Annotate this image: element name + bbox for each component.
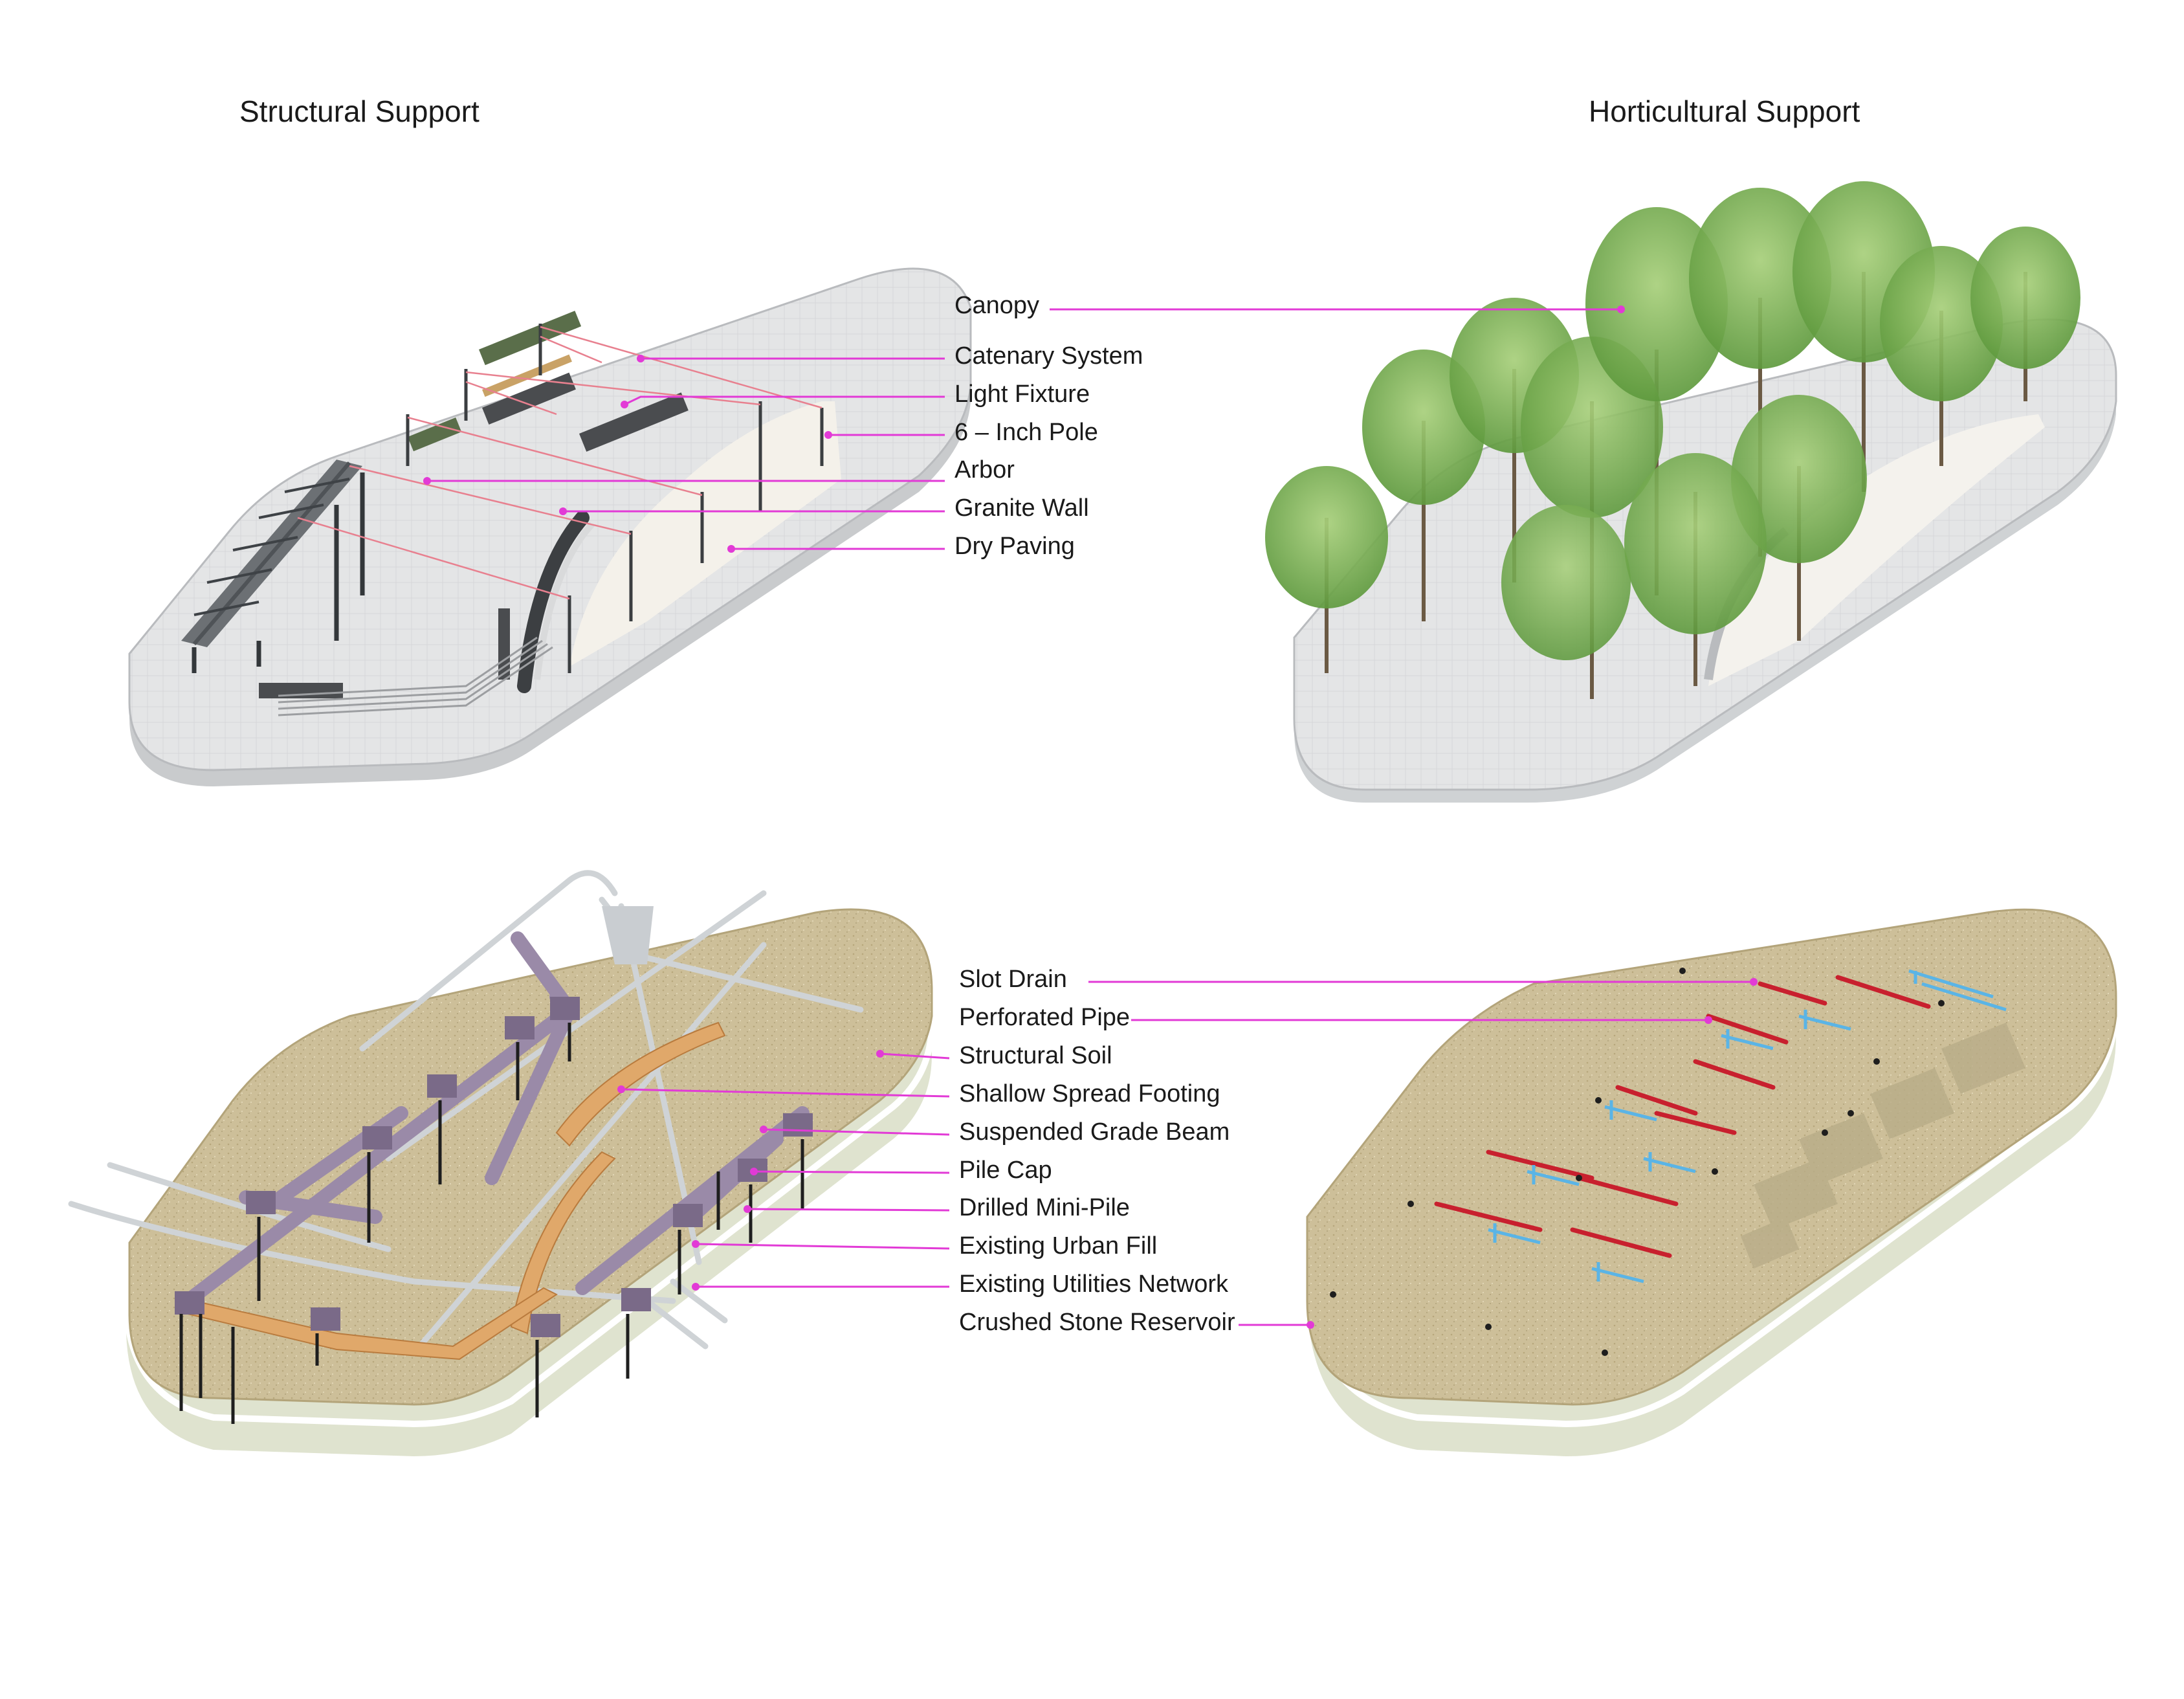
label-drilled-mini-pile-text: Drilled Mini-Pile — [959, 1194, 1130, 1221]
arbor-structure — [181, 460, 365, 673]
leader-existing-urban-fill-dot — [692, 1240, 700, 1248]
structural-foundation-model — [68, 870, 935, 1456]
label-slot-drain: Slot Drain — [959, 966, 1758, 993]
label-perforated-pipe: Perforated Pipe — [959, 1004, 1712, 1031]
label-arbor-text: Arbor — [954, 456, 1015, 483]
label-structural-soil-text: Structural Soil — [959, 1042, 1112, 1069]
title-horticultural-support: Horticultural Support — [1589, 94, 1860, 128]
label-shallow-spread-footing-text: Shallow Spread Footing — [959, 1080, 1220, 1107]
leader-drilled-mini-pile — [747, 1208, 950, 1212]
hort-paving-area — [1708, 414, 2045, 686]
structural-plaza-model — [128, 267, 972, 786]
label-granite-wall: Granite Wall — [559, 494, 1089, 522]
leader-dry-paving-dot — [727, 545, 735, 553]
shallow-spread-footing — [555, 1021, 726, 1147]
granite-wall-bench-1 — [579, 392, 689, 452]
label-crushed-stone-reservoir: Crushed Stone Reservoir — [959, 1309, 1314, 1336]
leader-shallow-spread-footing-dot — [617, 1085, 625, 1093]
label-suspended-grade-beam: Suspended Grade Beam — [760, 1118, 1230, 1146]
shallow-spread-footing-3 — [186, 1287, 558, 1360]
slot-drains — [1434, 975, 1931, 1258]
label-slot-drain-text: Slot Drain — [959, 966, 1067, 993]
perforated-pipes — [1488, 969, 2007, 1283]
hort-soil-slab — [1306, 908, 2117, 1406]
leader-crushed-stone-reservoir-dot — [1307, 1321, 1314, 1329]
curved-granite-wall-face — [534, 522, 595, 680]
label-6-inch-pole-text: 6 – Inch Pole — [954, 419, 1098, 446]
tree-canopy — [1265, 181, 2080, 699]
granite-wall-bench-2 — [482, 372, 576, 425]
shallow-spread-footing-2 — [510, 1151, 616, 1335]
planting-pits — [1741, 1023, 2025, 1269]
leader-light-fixture-dot — [621, 401, 628, 408]
label-canopy: Canopy — [954, 292, 1625, 319]
monitoring-points — [1330, 968, 1945, 1356]
leader-arbor-dot — [423, 477, 431, 485]
drilled-mini-piles — [179, 1023, 804, 1424]
existing-utilities-network — [68, 870, 864, 1356]
leader-existing-urban-fill — [695, 1243, 950, 1250]
top-legend: Canopy Catenary System Light Fixture 6 –… — [423, 292, 1625, 560]
horticultural-plaza-model — [1265, 181, 2117, 803]
label-light-fixture-text: Light Fixture — [954, 381, 1090, 408]
label-drilled-mini-pile: Drilled Mini-Pile — [744, 1194, 1130, 1221]
leader-drilled-mini-pile-dot — [744, 1205, 751, 1213]
leader-pile-cap — [753, 1170, 950, 1174]
leader-canopy-dot — [1617, 305, 1625, 313]
leader-perforated-pipe-dot — [1704, 1016, 1712, 1024]
label-existing-utilities-network-text: Existing Utilities Network — [959, 1271, 1229, 1298]
leader-6-inch-pole-dot — [824, 431, 832, 439]
planter-strip-1 — [478, 311, 582, 366]
horticultural-substrate-model — [1304, 908, 2119, 1456]
structural-soil-slab — [128, 908, 933, 1406]
leader-light-fixture — [624, 395, 945, 406]
label-catenary-system-text: Catenary System — [954, 342, 1143, 370]
label-suspended-grade-beam-text: Suspended Grade Beam — [959, 1118, 1230, 1146]
label-shallow-spread-footing: Shallow Spread Footing — [617, 1080, 1220, 1107]
leader-slot-drain-dot — [1750, 978, 1758, 986]
leader-structural-soil-dot — [876, 1050, 884, 1058]
label-existing-urban-fill: Existing Urban Fill — [692, 1232, 1157, 1260]
label-perforated-pipe-text: Perforated Pipe — [959, 1004, 1130, 1031]
label-pile-cap-text: Pile Cap — [959, 1157, 1052, 1184]
label-granite-wall-text: Granite Wall — [954, 494, 1089, 522]
utility-riser — [602, 906, 654, 964]
dry-paving-area — [569, 401, 841, 667]
planter-strip-2 — [407, 417, 462, 452]
leader-granite-wall-dot — [559, 507, 567, 515]
entry-steps — [278, 636, 553, 716]
plaza-slab — [128, 267, 972, 772]
label-arbor: Arbor — [423, 456, 1015, 485]
label-6-inch-pole: 6 – Inch Pole — [824, 419, 1098, 446]
leader-existing-utilities-network-dot — [692, 1283, 700, 1291]
pile-caps — [175, 997, 813, 1337]
label-crushed-stone-reservoir-text: Crushed Stone Reservoir — [959, 1309, 1235, 1336]
entry-bench — [259, 683, 343, 698]
bench-wood-top — [482, 354, 572, 397]
label-existing-urban-fill-text: Existing Urban Fill — [959, 1232, 1157, 1260]
bottom-legend: Slot Drain Perforated Pipe Structural So… — [617, 966, 1758, 1336]
leader-suspended-grade-beam-dot — [760, 1126, 767, 1133]
leader-catenary-system-dot — [637, 355, 645, 362]
label-light-fixture: Light Fixture — [621, 381, 1090, 408]
label-dry-paving: Dry Paving — [727, 533, 1075, 560]
label-existing-utilities-network: Existing Utilities Network — [692, 1271, 1229, 1298]
leader-structural-soil — [879, 1052, 950, 1060]
title-structural-support: Structural Support — [239, 94, 480, 128]
label-catenary-system: Catenary System — [637, 342, 1143, 370]
label-canopy-text: Canopy — [954, 292, 1039, 319]
light-poles — [406, 324, 824, 673]
label-dry-paving-text: Dry Paving — [954, 533, 1075, 560]
leader-pile-cap-dot — [750, 1168, 758, 1175]
label-pile-cap: Pile Cap — [750, 1157, 1052, 1184]
label-structural-soil: Structural Soil — [876, 1042, 1112, 1069]
leader-shallow-spread-footing — [621, 1088, 950, 1098]
catenary-cables — [297, 326, 822, 600]
leader-suspended-grade-beam — [763, 1128, 950, 1136]
